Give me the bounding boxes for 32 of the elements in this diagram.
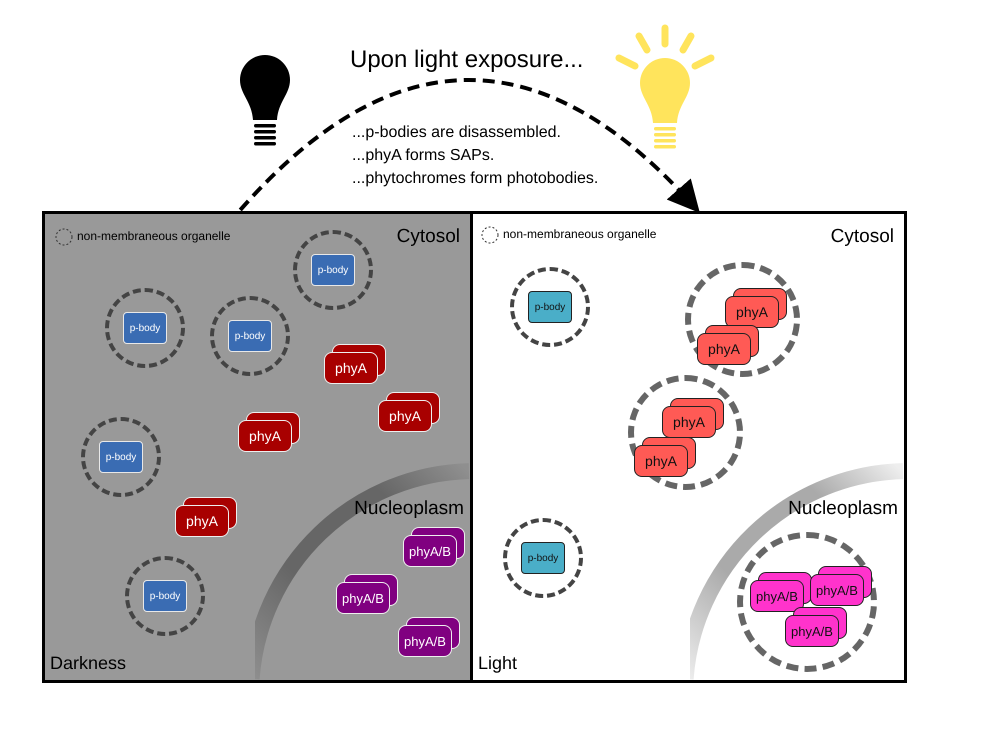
legend-text: non-membraneous organelle [77, 229, 230, 243]
cell-panel [42, 211, 473, 683]
organelle-circle [105, 288, 185, 368]
region-label: Nucleoplasm [788, 498, 898, 520]
p-body-box: p-body [528, 291, 572, 323]
region-label: Cytosol [396, 226, 460, 248]
dashed-arrow [238, 78, 700, 213]
panel-title: Light [478, 653, 518, 674]
organelle-circle [210, 296, 290, 376]
title: Upon light exposure... [350, 46, 584, 74]
note-text: ...phyA forms SAPs. [352, 147, 494, 165]
organelle-circle [510, 267, 590, 347]
p-body-box: p-body [521, 542, 565, 574]
organelle-circle [685, 262, 800, 377]
p-body-box: p-body [143, 580, 187, 612]
note-text: ...p-bodies are disassembled. [352, 124, 561, 142]
organelle-circle [503, 518, 583, 598]
panel-title: Darkness [50, 653, 126, 674]
organelle-circle [125, 556, 205, 636]
region-label: Nucleoplasm [354, 498, 464, 520]
organelle-circle [737, 532, 877, 672]
note-text: ...phytochromes form photobodies. [352, 170, 598, 188]
organelle-circle [293, 230, 373, 310]
organelle-circle [81, 417, 161, 497]
p-body-box: p-body [228, 320, 272, 352]
p-body-box: p-body [123, 312, 167, 344]
p-body-box: p-body [99, 441, 143, 473]
organelle-circle [628, 375, 743, 490]
cell-panel [470, 211, 907, 683]
region-label: Cytosol [830, 226, 894, 248]
p-body-box: p-body [311, 254, 355, 286]
legend-text: non-membraneous organelle [503, 227, 656, 241]
